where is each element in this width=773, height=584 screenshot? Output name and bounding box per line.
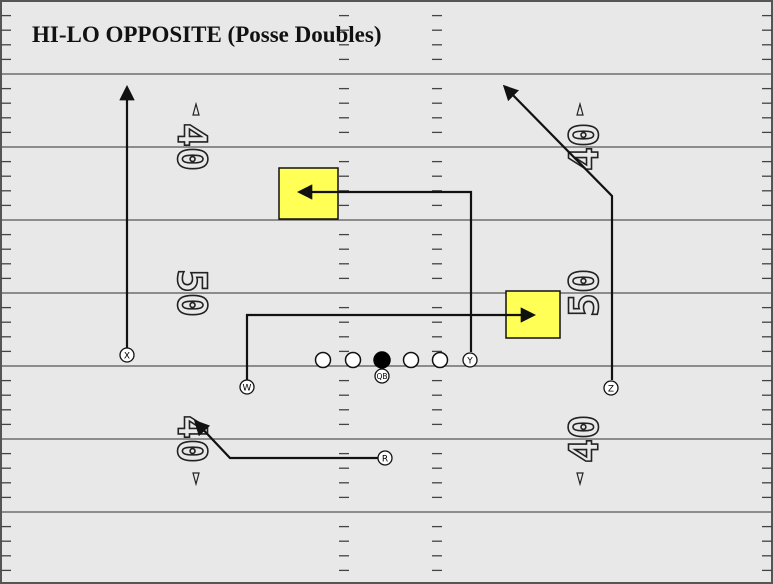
route-w-drag: [245, 307, 537, 380]
direction-arrow-left-top-icon: [192, 101, 200, 116]
hash-marks: [1, 14, 772, 572]
yard-number-left-top: 40: [168, 123, 214, 171]
route-z-post: [502, 84, 614, 380]
route-y-over: [296, 184, 473, 352]
routes: [119, 84, 614, 460]
yard-number-right-top: 40: [562, 123, 608, 171]
yard-number-right-bottom: 40: [562, 415, 608, 463]
lineman-left-guard: [344, 351, 362, 369]
lineman-right-guard: [402, 351, 420, 369]
player-qb: QB: [374, 368, 390, 384]
route-r-swing: [193, 419, 378, 460]
player-x-label: X: [124, 352, 130, 362]
player-x: X: [119, 347, 135, 363]
offensive-line: [314, 351, 449, 369]
target-zone-upper: [278, 167, 339, 220]
player-y: Y: [462, 352, 478, 368]
player-w-label: W: [243, 384, 252, 394]
lineman-right-tackle: [431, 351, 449, 369]
center-ball: [373, 351, 391, 369]
player-y-label: Y: [466, 357, 473, 367]
yard-number-left-middle: 50: [168, 269, 214, 317]
yard-number-left-bottom: 40: [168, 415, 214, 463]
player-w: W: [239, 379, 255, 395]
lineman-left-tackle: [314, 351, 332, 369]
yard-number-right-middle: 50: [562, 269, 608, 317]
player-r-label: R: [382, 455, 388, 465]
direction-arrow-right-bottom-icon: [576, 472, 584, 487]
player-qb-label: QB: [376, 372, 387, 381]
play-title: HI-LO OPPOSITE (Posse Doubles): [32, 22, 382, 47]
direction-arrow-left-bottom-icon: [192, 472, 200, 487]
player-z: Z: [603, 380, 619, 396]
yard-numbers: 40 50 40 40 50 40: [167, 101, 609, 487]
player-r: R: [377, 450, 393, 466]
player-z-label: Z: [608, 385, 614, 395]
direction-arrow-right-top-icon: [576, 101, 584, 116]
